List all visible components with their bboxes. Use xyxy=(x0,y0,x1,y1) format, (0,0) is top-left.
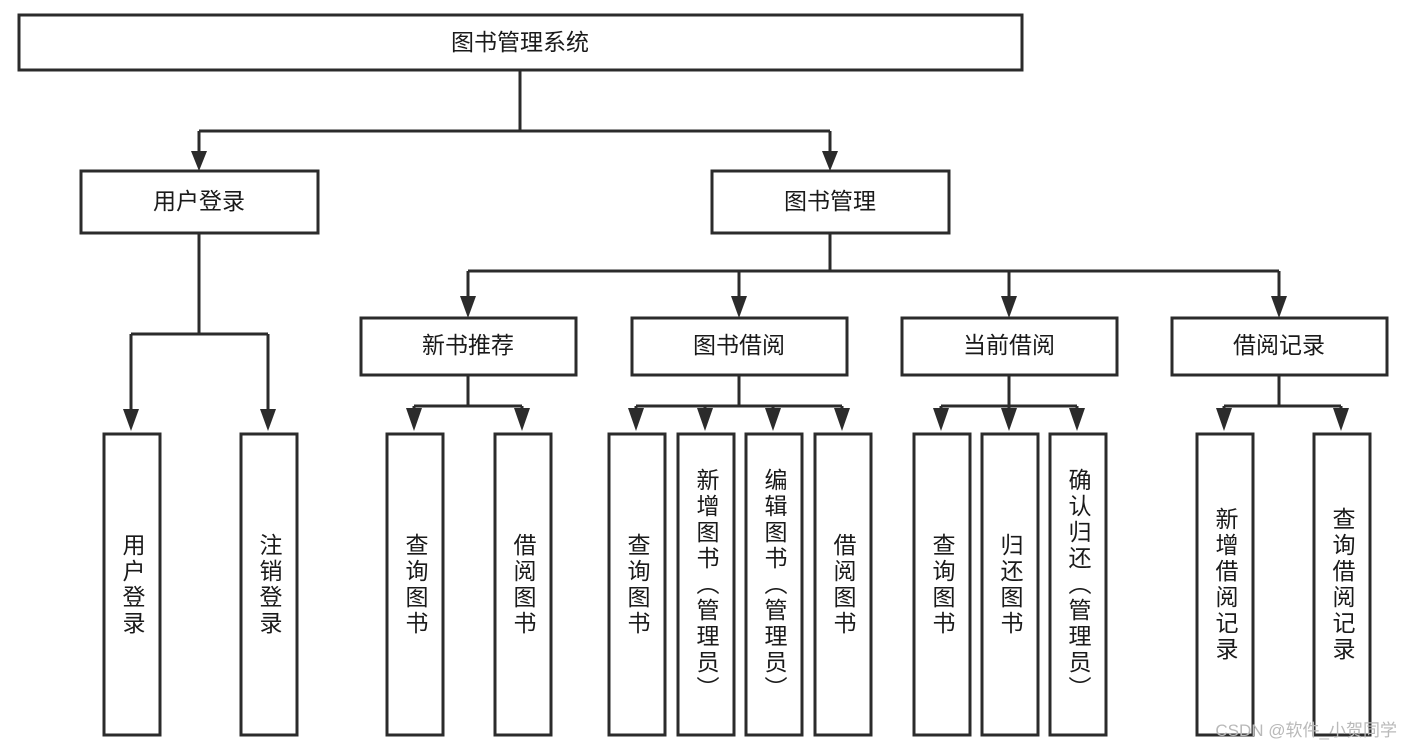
node-leaf-confirm-return[interactable]: 确认归还（管理员） xyxy=(1048,432,1108,737)
node-current-borrow-label: 当前借阅 xyxy=(963,332,1055,358)
node-borrow-record-box[interactable] xyxy=(1170,316,1389,377)
arrow-head-book-borrow xyxy=(731,296,747,318)
node-leaf-add-record[interactable]: 新增借阅记录 xyxy=(1195,432,1255,737)
node-root-box[interactable] xyxy=(17,13,1024,72)
node-leaf-confirm-return-box[interactable] xyxy=(1048,432,1108,737)
node-book-borrow[interactable]: 图书借阅 xyxy=(630,316,849,377)
node-leaf-query-record[interactable]: 查询借阅记录 xyxy=(1312,432,1372,737)
node-leaf-query-book-2-box[interactable] xyxy=(607,432,667,737)
node-book-manage[interactable]: 图书管理 xyxy=(710,169,951,235)
node-leaf-edit-book-label: 编辑图书（管理员） xyxy=(761,468,788,702)
arrow-head-book-manage xyxy=(822,151,838,171)
arrow-head-user-login xyxy=(191,151,207,171)
node-borrow-record[interactable]: 借阅记录 xyxy=(1170,316,1389,377)
node-new-book-recommend[interactable]: 新书推荐 xyxy=(359,316,578,377)
node-book-manage-label: 图书管理 xyxy=(784,188,876,214)
connector-group-book-manage xyxy=(460,233,1287,318)
node-leaf-logout-login-box[interactable] xyxy=(239,432,299,737)
node-user-login-box[interactable] xyxy=(79,169,320,235)
connector-group-borrow-record xyxy=(1216,375,1349,431)
node-leaf-query-book-1-box[interactable] xyxy=(385,432,445,737)
node-new-book-recommend-label: 新书推荐 xyxy=(422,332,514,358)
node-leaf-confirm-return-label: 确认归还（管理员） xyxy=(1065,468,1092,702)
node-borrow-record-label: 借阅记录 xyxy=(1233,332,1325,358)
node-leaf-user-login[interactable]: 用户登录 xyxy=(102,432,162,737)
node-root[interactable]: 图书管理系统 xyxy=(17,13,1024,72)
node-book-borrow-label: 图书借阅 xyxy=(693,332,785,358)
arrow-head-leaf-borrow-book-2 xyxy=(834,408,850,431)
arrow-head-leaf-return-book xyxy=(1001,408,1017,431)
node-leaf-query-book-2-label: 查询图书 xyxy=(624,533,651,637)
node-leaf-edit-book[interactable]: 编辑图书（管理员） xyxy=(744,432,804,737)
arrow-head-leaf-add-book xyxy=(697,408,713,431)
arrow-head-leaf-query-book-1 xyxy=(406,408,422,431)
node-leaf-borrow-book-2[interactable]: 借阅图书 xyxy=(813,432,873,737)
arrow-head-current-borrow xyxy=(1001,296,1017,318)
node-leaf-add-record-label: 新增借阅记录 xyxy=(1212,507,1239,663)
node-book-borrow-box[interactable] xyxy=(630,316,849,377)
node-leaf-query-book-1-label: 查询图书 xyxy=(402,533,429,637)
node-leaf-borrow-book-2-label: 借阅图书 xyxy=(830,533,857,637)
node-leaf-add-book-label: 新增图书（管理员） xyxy=(693,468,720,702)
node-leaf-return-book-box[interactable] xyxy=(980,432,1040,737)
node-leaf-return-book-label: 归还图书 xyxy=(997,533,1024,637)
node-leaf-query-book-2[interactable]: 查询图书 xyxy=(607,432,667,737)
arrow-head-leaf-add-record xyxy=(1216,408,1232,431)
node-leaf-query-book-1[interactable]: 查询图书 xyxy=(385,432,445,737)
node-leaf-add-book-box[interactable] xyxy=(676,432,736,737)
arrow-head-leaf-edit-book xyxy=(765,408,781,431)
node-leaf-query-book-3[interactable]: 查询图书 xyxy=(912,432,972,737)
node-leaf-user-login-label: 用户登录 xyxy=(119,533,146,637)
node-leaf-add-book[interactable]: 新增图书（管理员） xyxy=(676,432,736,737)
arrow-head-leaf-confirm-return xyxy=(1069,408,1085,431)
connector-group-user-login xyxy=(123,233,276,431)
node-current-borrow-box[interactable] xyxy=(900,316,1119,377)
node-leaf-borrow-book-1-box[interactable] xyxy=(493,432,553,737)
arrow-head-borrow-record xyxy=(1271,296,1287,318)
connector-group-book-borrow xyxy=(628,375,850,431)
arrow-head-new-book-recommend xyxy=(460,296,476,318)
node-leaf-edit-book-box[interactable] xyxy=(744,432,804,737)
connector-group-current-borrow xyxy=(933,375,1085,431)
arrow-head-leaf-query-book-3 xyxy=(933,408,949,431)
node-leaf-add-record-box[interactable] xyxy=(1195,432,1255,737)
arrow-head-leaf-user-login xyxy=(123,409,139,431)
node-leaf-return-book[interactable]: 归还图书 xyxy=(980,432,1040,737)
node-new-book-recommend-box[interactable] xyxy=(359,316,578,377)
node-user-login[interactable]: 用户登录 xyxy=(79,169,320,235)
node-leaf-query-book-3-label: 查询图书 xyxy=(929,533,956,637)
node-leaf-query-book-3-box[interactable] xyxy=(912,432,972,737)
node-root-label: 图书管理系统 xyxy=(451,29,589,55)
node-leaf-borrow-book-1-label: 借阅图书 xyxy=(510,533,537,637)
node-user-login-label: 用户登录 xyxy=(153,188,245,214)
node-leaf-query-record-box[interactable] xyxy=(1312,432,1372,737)
arrow-head-leaf-logout-login xyxy=(260,409,276,431)
node-leaf-user-login-box[interactable] xyxy=(102,432,162,737)
node-leaf-query-record-label: 查询借阅记录 xyxy=(1329,507,1356,663)
arrow-head-leaf-borrow-book-1 xyxy=(514,408,530,431)
connector-group-new-book-recommend xyxy=(406,375,530,431)
node-leaf-borrow-book-2-box[interactable] xyxy=(813,432,873,737)
node-book-manage-box[interactable] xyxy=(710,169,951,235)
node-leaf-logout-login[interactable]: 注销登录 xyxy=(239,432,299,737)
arrow-head-leaf-query-book-2 xyxy=(628,408,644,431)
node-leaf-borrow-book-1[interactable]: 借阅图书 xyxy=(493,432,553,737)
arrow-head-leaf-query-record xyxy=(1333,408,1349,431)
node-leaf-logout-login-label: 注销登录 xyxy=(256,533,283,637)
connector-group-root xyxy=(191,70,838,171)
node-current-borrow[interactable]: 当前借阅 xyxy=(900,316,1119,377)
